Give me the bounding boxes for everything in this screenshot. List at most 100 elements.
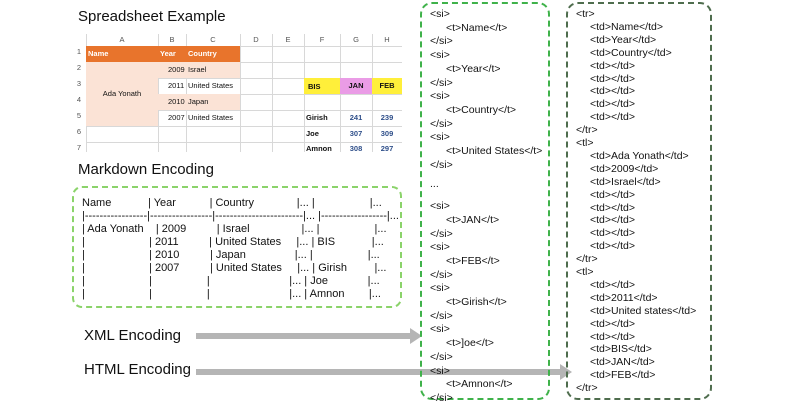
row-number: 4 <box>76 95 82 104</box>
row-fill <box>158 94 240 110</box>
corner-cell: BIS <box>308 81 321 92</box>
html-heading: HTML Encoding <box>84 361 191 378</box>
xml-line: <si> <box>430 241 450 254</box>
person-cell: Joe <box>306 129 319 138</box>
html-line: <td></td> <box>590 85 635 98</box>
html-line: <td>Country</td> <box>590 46 672 59</box>
markdown-line: Name | Year | Country |... | |... <box>82 197 385 209</box>
country-cell: United States <box>188 81 234 90</box>
row-fill <box>158 62 240 78</box>
xml-line: <si> <box>430 49 450 62</box>
col-header: A <box>119 35 125 44</box>
xml-line: <si> <box>430 200 450 213</box>
xml-line: </si> <box>430 76 453 89</box>
xml-line: </si> <box>430 391 453 404</box>
markdown-line: | | | |... | Amnon |... <box>82 288 384 300</box>
row-number: 5 <box>76 111 82 120</box>
xml-line: <t>FEB</t> <box>446 254 500 267</box>
year-cell: 2007 <box>168 113 185 122</box>
html-line: </tr> <box>576 382 598 395</box>
markdown-line: | | | |... | Joe |... <box>82 275 383 287</box>
html-line: <td>Name</td> <box>590 20 663 33</box>
html-line: <td>Year</td> <box>590 33 657 46</box>
xml-line: </si> <box>430 35 453 48</box>
markdown-encoding-box: Name | Year | Country |... | |... |-----… <box>72 186 402 308</box>
value-cell: 309 <box>380 129 394 138</box>
row-number: 7 <box>76 143 82 152</box>
xml-line: <t>Amnon</t> <box>446 378 513 391</box>
html-line: </tr> <box>576 124 598 137</box>
markdown-line: | | 2010 | Japan |... | |... <box>82 249 383 261</box>
header-cell-year: Year <box>160 48 176 59</box>
name-cell: Ada Yonath <box>102 89 142 98</box>
html-arrow-shaft <box>196 369 560 375</box>
xml-line: </si> <box>430 227 453 240</box>
xml-heading: XML Encoding <box>84 327 182 344</box>
country-cell: United States <box>188 113 234 122</box>
row-number: 6 <box>76 127 82 136</box>
row-number: 3 <box>76 79 82 88</box>
country-cell: Japan <box>188 97 209 106</box>
value-cell: 308 <box>349 144 363 153</box>
html-line: <td></td> <box>590 240 635 253</box>
html-line: <td></td> <box>590 214 635 227</box>
xml-line: <si> <box>430 90 450 103</box>
xml-line: </si> <box>430 350 453 363</box>
col-header: D <box>253 35 259 44</box>
value-cell: 241 <box>349 113 363 122</box>
xml-line: </si> <box>430 268 453 281</box>
xml-arrow-head <box>410 328 422 344</box>
html-line: <td>FEB</td> <box>590 369 656 382</box>
markdown-line: |-----------------|-----------------|---… <box>82 210 402 222</box>
markdown-heading: Markdown Encoding <box>78 161 214 178</box>
header-cell-name: Name <box>88 48 109 59</box>
html-line: <td></td> <box>590 72 635 85</box>
html-line: <td></td> <box>590 201 635 214</box>
col-header: C <box>210 35 216 44</box>
markdown-text: Name | Year | Country |... | |... |-----… <box>82 197 402 301</box>
html-line: <td>2009</td> <box>590 162 659 175</box>
person-cell: Girish <box>306 113 328 122</box>
month-header-jan: JAN <box>340 78 372 94</box>
year-cell: 2010 <box>168 97 185 106</box>
html-line: <td></td> <box>590 111 635 124</box>
xml-line: <t>Girish</t> <box>446 296 507 308</box>
col-header: G <box>353 35 359 44</box>
row-number: 1 <box>76 47 82 56</box>
country-cell: Israel <box>188 65 207 74</box>
xml-line: <t>Country</t> <box>446 103 517 116</box>
xml-arrow-shaft <box>196 333 410 339</box>
xml-line: <si> <box>430 364 450 377</box>
merged-name-cell <box>86 62 158 126</box>
html-line: <td>Israel</td> <box>590 175 661 188</box>
xml-line: </si> <box>430 309 453 322</box>
spreadsheet-example: A B C D E F G H 1 2 3 4 5 6 7 Name Year … <box>72 34 402 153</box>
xml-line: <si> <box>430 131 450 144</box>
html-line: </tr> <box>576 253 598 266</box>
col-header: F <box>319 35 325 44</box>
col-header: E <box>285 35 291 44</box>
html-line: <tl> <box>576 137 594 149</box>
xml-line: <t>Name</t> <box>446 21 508 34</box>
spreadsheet-heading: Spreadsheet Example <box>78 8 226 25</box>
col-header: B <box>169 35 175 44</box>
value-cell: 307 <box>349 129 363 138</box>
html-line: <td>Ada Yonath</td> <box>590 149 689 162</box>
month-header-feb: FEB <box>372 78 402 94</box>
xml-line: <t>United States</t> <box>446 145 543 157</box>
xml-encoding-box: <si><t>Name</t></si><si><t>Year</t></si>… <box>420 2 550 404</box>
html-line: <td>JAN</td> <box>590 356 655 369</box>
year-cell: 2009 <box>168 65 185 74</box>
html-line: <td></td> <box>590 317 635 330</box>
col-header: H <box>384 35 390 44</box>
xml-line: <t>JAN</t> <box>446 213 500 226</box>
html-line: <td></td> <box>590 188 635 201</box>
html-line: <td>United states</td> <box>590 304 697 317</box>
xml-line: <t>]oe</t> <box>446 337 494 350</box>
markdown-line: | Ada Yonath | 2009 | Israel |... | |... <box>82 223 390 235</box>
year-cell: 2011 <box>168 81 185 90</box>
value-cell: 297 <box>380 144 394 153</box>
html-line: <td></td> <box>590 59 635 72</box>
xml-line: <si> <box>430 8 450 20</box>
html-line: <td></td> <box>590 98 635 111</box>
